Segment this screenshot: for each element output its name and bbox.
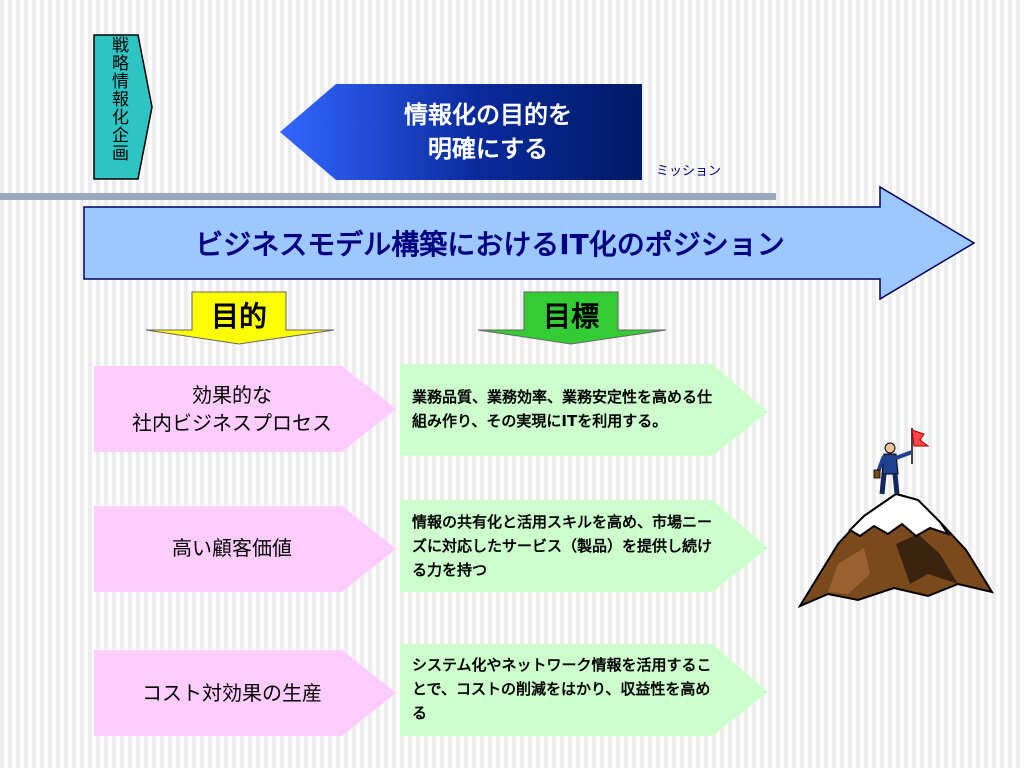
purpose-box-2 [94, 506, 396, 592]
mission-caption: ミッション [656, 164, 722, 179]
goal-header: 目標 [542, 300, 599, 333]
purpose-text-3-line-1: コスト対効果の生産 [142, 681, 322, 705]
purpose-text-1-line-1: 効果的な [192, 383, 272, 407]
strategy-tag-shape [93, 34, 153, 180]
purpose-arrow-shape [145, 291, 335, 345]
goal-box-3 [400, 644, 768, 736]
mission-line-1: 情報化の目的を [404, 101, 572, 129]
purpose-header: 目的 [210, 300, 267, 333]
purpose-text-1-line-2: 社内ビジネスプロセス [132, 411, 332, 435]
purpose-box-3 [94, 650, 396, 736]
purpose-text-3: コスト対効果の生産 [94, 650, 370, 736]
mission-arrow-shape [280, 84, 642, 180]
purpose-text-2: 高い顧客価値 [94, 505, 370, 591]
mountain-summit-illustration [798, 428, 994, 608]
goal-arrow-shape [477, 291, 667, 345]
purpose-text-2-line-1: 高い顧客価値 [172, 536, 292, 560]
divider-bar [0, 193, 776, 200]
goal-text-2: 情報の共有化と活用スキルを高め、市場ニーズに対応したサービス（製品）を提供し続け… [412, 513, 713, 579]
flag-icon [911, 428, 930, 464]
purpose-box-1 [94, 366, 396, 452]
mission-line-2: 明確にする [427, 135, 549, 163]
goal-box-1 [400, 364, 768, 456]
goal-text-3: システム化やネットワーク情報を活用することで、コストの削減をはかり、収益性を高め… [412, 656, 712, 722]
goal-text-1: 業務品質、業務効率、業務安定性を高める仕組み作り、その実現にITを利用する。 [412, 388, 713, 430]
mission-title: 情報化の目的を 明確にする [336, 84, 640, 180]
banner-arrow-shape [83, 185, 976, 301]
purpose-text-1: 効果的な 社内ビジネスプロセス [94, 366, 370, 452]
climber-figure [873, 442, 913, 495]
strategy-tag-label: 戦略情報化企画 [108, 36, 128, 162]
banner-title: ビジネスモデル構築におけるIT化のポジション [195, 228, 785, 261]
goal-box-2 [400, 500, 768, 592]
